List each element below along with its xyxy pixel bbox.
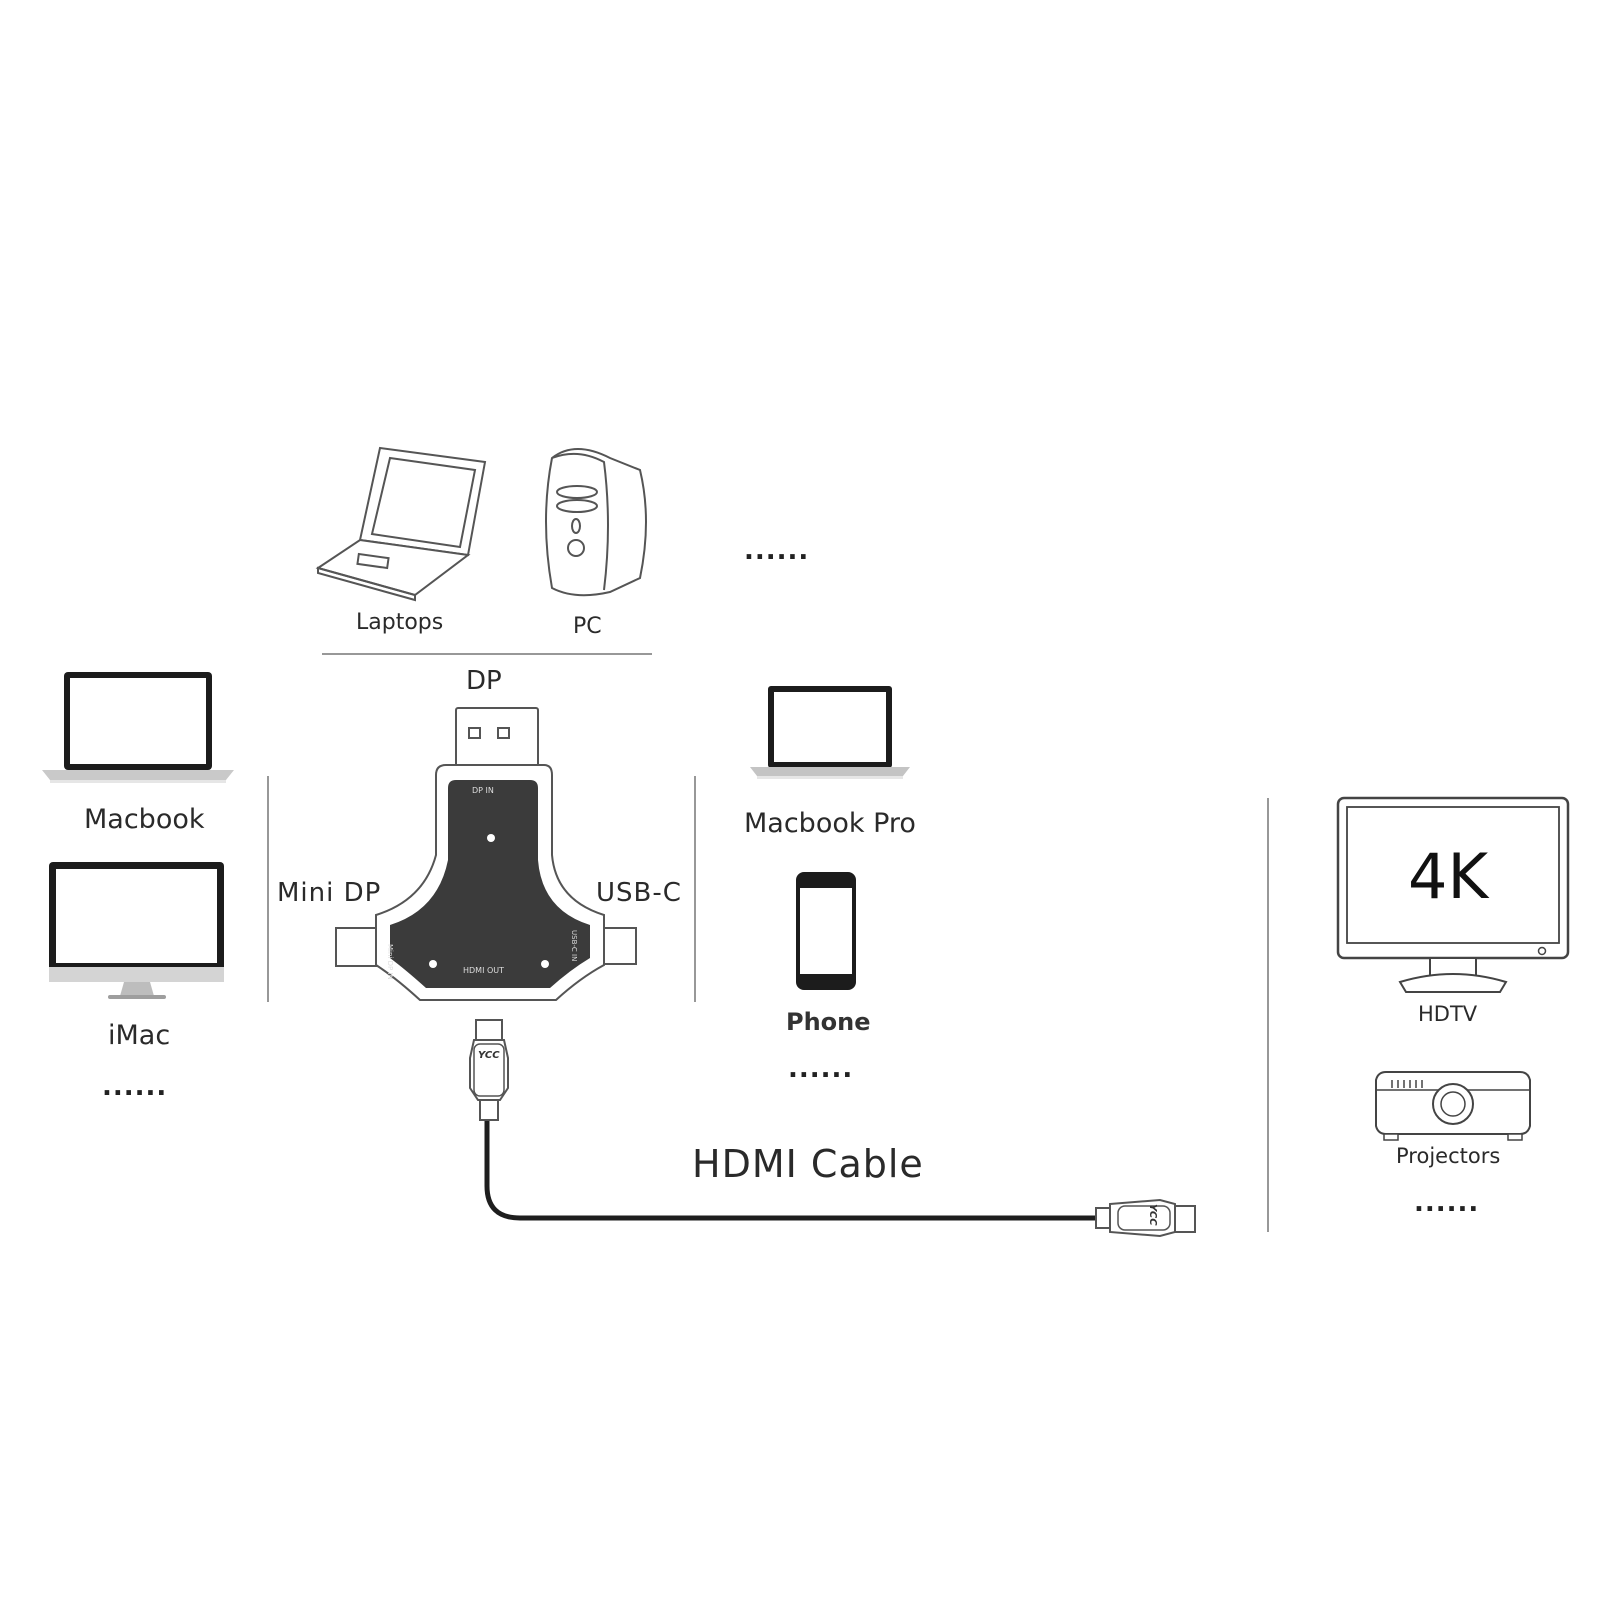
monitor-4k-text: 4K [1408, 840, 1489, 913]
plug-logo: YCC [478, 1050, 500, 1061]
macbook-icon [42, 672, 234, 783]
right-more-dots: ...... [788, 1054, 854, 1084]
macbook-label: Macbook [84, 804, 205, 835]
dp-in-marking: DP IN [472, 786, 494, 795]
projector-icon [1375, 1071, 1531, 1141]
output-more-dots: ...... [1414, 1188, 1480, 1218]
imac-icon [49, 862, 224, 999]
pc-tower-icon [545, 448, 647, 597]
laptops-label: Laptops [356, 610, 444, 635]
plug-logo-right: YCC [1147, 1204, 1158, 1226]
pc-label: PC [573, 614, 602, 639]
phone-label: Phone [786, 1008, 871, 1036]
top-more-dots: ...... [744, 536, 810, 566]
usb-c-in-marking: USB-C IN [570, 930, 578, 962]
hdmi-cable-label: HDMI Cable [692, 1142, 924, 1186]
mini-dp-in-marking: Mini DP IN [386, 944, 394, 980]
hdtv-monitor-icon [1336, 796, 1570, 993]
hdmi-out-marking: HDMI OUT [463, 966, 505, 975]
projectors-label: Projectors [1396, 1144, 1501, 1168]
mini-dp-label: Mini DP [277, 878, 382, 908]
imac-label: iMac [108, 1020, 171, 1051]
usb-c-label: USB-C [596, 878, 682, 908]
adapter-device [335, 707, 637, 1001]
hdtv-label: HDTV [1418, 1002, 1478, 1026]
dp-label: DP [466, 666, 502, 696]
left-more-dots: ...... [102, 1072, 168, 1102]
laptop-icon [315, 446, 487, 602]
phone-icon [796, 872, 856, 990]
macbook-pro-icon [750, 686, 910, 779]
hdmi-cable [469, 1019, 1196, 1238]
macbook-pro-label: Macbook Pro [744, 808, 916, 839]
